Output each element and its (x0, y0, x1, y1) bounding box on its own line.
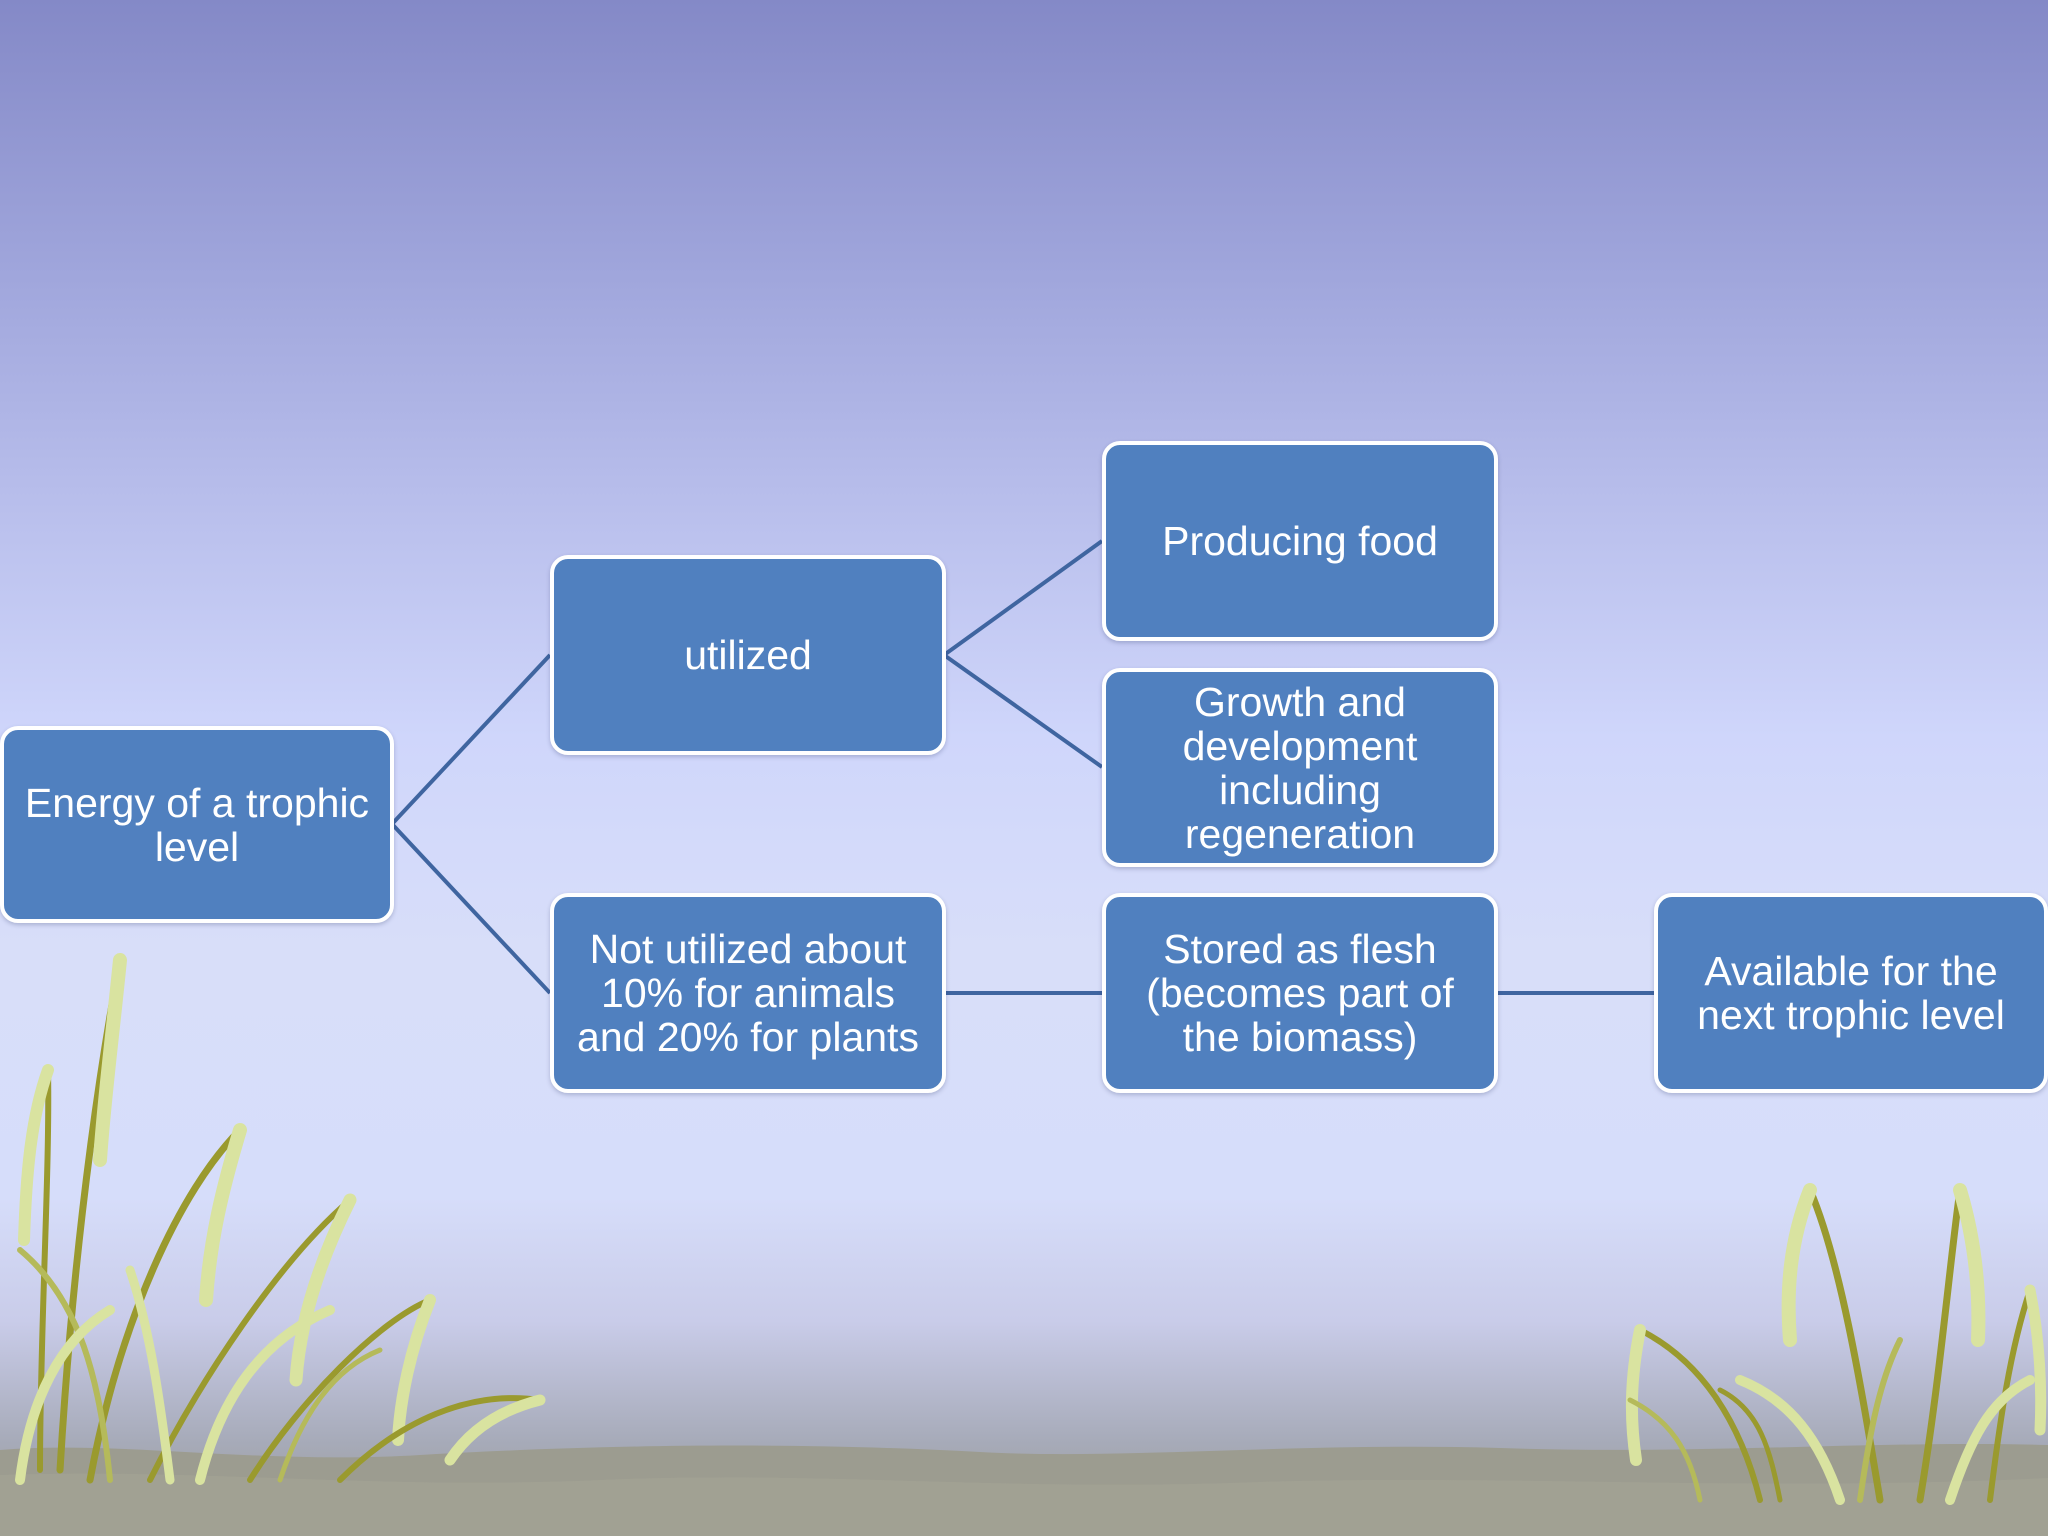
node-not-utilized: Not utilized about 10% for animals and 2… (550, 893, 946, 1093)
connector-root-not-utilized (390, 822, 552, 995)
node-producing-food: Producing food (1102, 441, 1498, 641)
node-energy-of-trophic-level: Energy of a trophic level (0, 726, 394, 923)
node-utilized: utilized (550, 555, 946, 755)
grass-right (1625, 1183, 2047, 1505)
connector-utilized-growth (942, 653, 1104, 769)
node-stored-as-flesh: Stored as flesh (becomes part of the bio… (1102, 893, 1498, 1093)
connector-root-utilized (390, 653, 552, 826)
node-growth-and-development: Growth and development including regener… (1102, 668, 1498, 867)
node-available-next-level: Available for the next trophic level (1654, 893, 2048, 1093)
ground-ridge (0, 1473, 2048, 1536)
grass-left (15, 953, 546, 1485)
connector-utilized-producing-food (942, 539, 1104, 657)
